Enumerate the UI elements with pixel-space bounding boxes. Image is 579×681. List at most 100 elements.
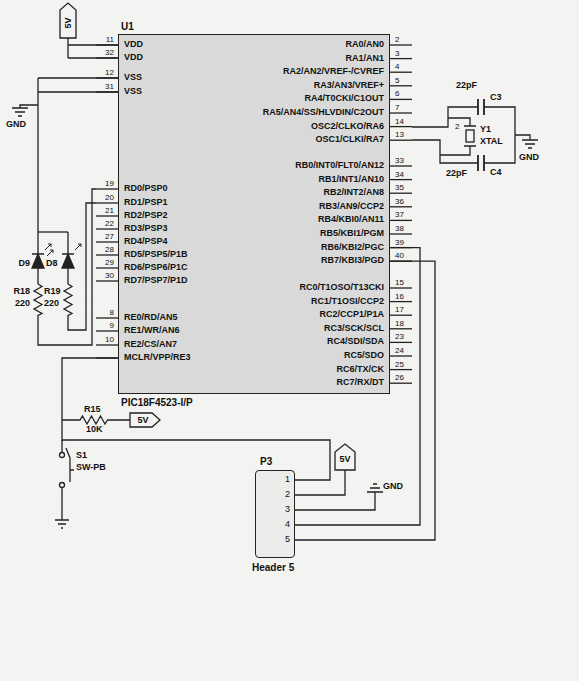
pin-stub <box>96 330 118 331</box>
part-ref: S1 <box>76 450 87 461</box>
pin-number: 8 <box>110 307 114 318</box>
pin-stub <box>390 369 412 370</box>
ic-chip: U1PIC18F4523-I/P <box>118 34 390 394</box>
pin-stub <box>390 44 412 45</box>
led-light <box>75 244 81 250</box>
switch-symbol <box>60 483 65 488</box>
net-label: GND <box>519 152 539 163</box>
pin-stub <box>96 228 118 229</box>
pin-number: 15 <box>395 277 404 288</box>
part-ref: C4 <box>490 167 502 178</box>
pin-number: 27 <box>105 231 114 242</box>
pin-stub <box>390 220 412 221</box>
pin-number: 12 <box>105 67 114 78</box>
part-value: PIC18F4523-I/P <box>121 397 193 409</box>
pin-number: 34 <box>395 169 404 180</box>
pin-number: 24 <box>395 345 404 356</box>
part-ref: R15 <box>84 404 101 415</box>
pin-number: 21 <box>105 205 114 216</box>
pin-stub <box>96 241 118 242</box>
pin-number: 17 <box>395 304 404 315</box>
ground-symbol <box>12 108 28 116</box>
pin-number: 25 <box>395 359 404 370</box>
pin-number: 39 <box>395 237 404 248</box>
part-ref: D8 <box>46 258 58 269</box>
power-flag <box>335 444 355 470</box>
pin-stub <box>96 267 118 268</box>
led-symbol <box>62 232 74 284</box>
part-ref: R19 <box>44 286 61 297</box>
pin-number: 32 <box>105 47 114 58</box>
part-value: 22pF <box>446 168 467 179</box>
pin-number: 19 <box>105 178 114 189</box>
pin-stub <box>390 206 412 207</box>
pin-number: 14 <box>395 116 404 127</box>
part-ref: D9 <box>18 258 30 269</box>
pin-stub <box>390 193 412 194</box>
power-flag <box>60 3 76 38</box>
net-label: GND <box>6 119 26 130</box>
power-flag <box>130 413 160 427</box>
pin-number: 40 <box>395 250 404 261</box>
pin-number: 2 <box>455 121 459 132</box>
pin-number: 38 <box>395 223 404 234</box>
pin-stub <box>390 328 412 329</box>
pin-number: 9 <box>110 320 114 331</box>
pin-stub <box>96 215 118 216</box>
pin-stub <box>390 140 412 141</box>
pin-stub <box>390 99 412 100</box>
part-value: 10K <box>86 424 103 435</box>
resistor-symbol <box>62 416 130 424</box>
crystal-symbol <box>466 130 474 142</box>
gnd-wire <box>20 78 118 232</box>
pin-number: 11 <box>106 34 114 45</box>
pin-stub <box>390 179 412 180</box>
pin-stub <box>390 126 412 127</box>
pin-number: 13 <box>395 129 404 140</box>
pin-stub <box>96 77 118 78</box>
power-label: 5V <box>63 17 74 28</box>
pin-number: 18 <box>395 318 404 329</box>
pin-stub <box>96 188 118 189</box>
led-light <box>45 244 53 256</box>
led-symbol <box>32 232 44 284</box>
pin-number: 33 <box>395 155 404 166</box>
part-ref: U1 <box>121 21 134 33</box>
power-label: 5V <box>137 415 148 426</box>
pin-number: 28 <box>105 244 114 255</box>
pin-number: 10 <box>105 334 114 345</box>
header-connector: P3Header 5 <box>255 470 295 558</box>
pin-stub <box>96 344 118 345</box>
pin-stub <box>390 287 412 288</box>
pin-stub <box>390 355 412 356</box>
part-value: Header 5 <box>252 562 294 574</box>
pin-number: 36 <box>395 196 404 207</box>
pin-number: 31 <box>105 81 114 92</box>
part-value: 220 <box>15 298 30 309</box>
part-value: 220 <box>44 298 59 309</box>
pin-number: 16 <box>395 291 404 302</box>
led-symbol <box>62 254 74 268</box>
part-ref: Y1 <box>480 124 491 135</box>
pin-stub <box>390 112 412 113</box>
part-ref: C3 <box>490 92 502 103</box>
pin-stub <box>96 57 118 58</box>
pin-number: 7 <box>395 102 399 113</box>
pin-number: 4 <box>395 61 399 72</box>
pin-number: 2 <box>395 34 399 45</box>
part-value: 22pF <box>456 80 477 91</box>
part-ref: P3 <box>260 456 272 468</box>
pin-number: 23 <box>395 331 404 342</box>
pin-number: 20 <box>105 192 114 203</box>
resistor-symbol <box>64 203 96 330</box>
pin-stub <box>390 315 412 316</box>
pin-number: 22 <box>105 218 114 229</box>
resistor-symbol <box>34 189 96 345</box>
pin-stub <box>390 233 412 234</box>
pin-stub <box>390 72 412 73</box>
pin-number: 5 <box>395 75 399 86</box>
crystal-wire <box>412 107 515 163</box>
switch-symbol <box>60 453 65 458</box>
pin-stub <box>96 91 118 92</box>
pin-number: 26 <box>395 372 404 383</box>
